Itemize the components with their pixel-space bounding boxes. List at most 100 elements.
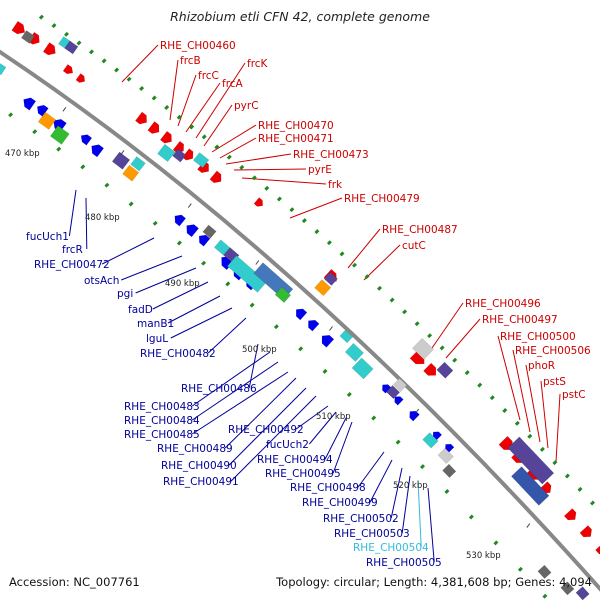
reverse-gene-label: RHE_CH00489 bbox=[157, 443, 233, 455]
track-marker bbox=[128, 201, 134, 207]
ruler-tick-mark bbox=[415, 408, 420, 414]
track-marker bbox=[539, 446, 545, 452]
track-marker bbox=[427, 333, 433, 339]
forward-gene-label: frcC bbox=[198, 70, 219, 82]
forward-gene-label: pstS bbox=[543, 376, 566, 388]
track-marker bbox=[542, 593, 548, 599]
cog-feature-mark bbox=[412, 337, 434, 360]
reverse-gene-leader bbox=[135, 267, 197, 294]
reverse-gene-mark bbox=[23, 97, 37, 111]
ruler-tick-label: 510 kbp bbox=[316, 412, 351, 422]
forward-gene-leader bbox=[241, 177, 327, 185]
track-marker bbox=[502, 408, 508, 413]
track-marker bbox=[126, 76, 132, 82]
forward-gene-mark bbox=[11, 20, 26, 35]
reverse-gene-label: manB1 bbox=[137, 318, 174, 330]
track-marker bbox=[239, 164, 245, 170]
forward-gene-label: RHE_CH00487 bbox=[382, 224, 458, 236]
genome-stats: Topology: circular; Length: 4,381,608 bp… bbox=[276, 575, 592, 589]
forward-gene-leader bbox=[185, 82, 221, 133]
cog-feature-mark bbox=[392, 377, 408, 393]
track-marker bbox=[339, 251, 345, 257]
reverse-gene-leader bbox=[191, 371, 289, 435]
forward-gene-label: RHE_CH00470 bbox=[258, 120, 334, 132]
reverse-gene-mark bbox=[394, 396, 404, 406]
map-title: Rhizobium etli CFN 42, complete genome bbox=[170, 9, 430, 24]
track-marker bbox=[76, 40, 82, 46]
reverse-gene-leader bbox=[85, 197, 88, 250]
ruler-tick-mark bbox=[329, 326, 333, 331]
track-marker bbox=[104, 182, 110, 188]
reverse-gene-leader bbox=[68, 189, 77, 237]
reverse-gene-mark bbox=[382, 384, 392, 394]
track-marker bbox=[590, 500, 595, 506]
cog-feature-mark bbox=[213, 239, 231, 256]
ruler-tick-mark bbox=[62, 107, 67, 112]
forward-gene-mark bbox=[42, 42, 56, 56]
forward-gene-mark bbox=[75, 73, 86, 83]
track-marker bbox=[226, 154, 232, 160]
track-marker bbox=[101, 58, 107, 64]
cog-feature-mark bbox=[511, 466, 550, 506]
track-marker bbox=[56, 146, 62, 152]
reverse-gene-leader bbox=[191, 361, 279, 421]
ruler-tick-mark bbox=[255, 260, 260, 265]
forward-gene-label: frcA bbox=[222, 78, 244, 90]
track-marker bbox=[489, 395, 495, 401]
forward-gene-leader bbox=[203, 104, 233, 147]
track-marker bbox=[326, 240, 332, 246]
forward-gene-leader bbox=[363, 244, 401, 281]
reverse-gene-leader bbox=[230, 395, 317, 482]
cog-feature-mark bbox=[437, 447, 454, 465]
track-marker bbox=[8, 112, 14, 118]
track-marker bbox=[201, 260, 207, 266]
forward-gene-label: RHE_CH00460 bbox=[160, 40, 236, 52]
track-marker bbox=[289, 207, 295, 213]
accession-label: Accession: NC_007761 bbox=[9, 575, 140, 589]
reverse-gene-leader bbox=[357, 451, 385, 488]
forward-gene-mark bbox=[135, 111, 147, 125]
reverse-gene-leader bbox=[121, 255, 183, 281]
reverse-gene-mark bbox=[186, 224, 199, 238]
ruler-tick-mark bbox=[120, 150, 125, 155]
reverse-gene-label: otsAch bbox=[84, 275, 119, 287]
cog-feature-mark bbox=[130, 156, 146, 172]
reverse-gene-leader bbox=[167, 295, 221, 324]
cog-feature-mark bbox=[37, 111, 57, 130]
track-marker bbox=[364, 274, 370, 280]
cog-feature-mark bbox=[436, 361, 454, 379]
track-marker bbox=[444, 489, 450, 494]
cog-feature-mark bbox=[20, 30, 36, 44]
reverse-gene-label: RHE_CH00482 bbox=[140, 348, 216, 360]
reverse-gene-label: RHE_CH00490 bbox=[161, 460, 237, 472]
reverse-gene-label: RHE_CH00472 bbox=[34, 259, 110, 271]
reverse-gene-leader bbox=[101, 237, 155, 265]
reverse-gene-leader bbox=[152, 281, 209, 310]
forward-gene-label: phoR bbox=[528, 360, 555, 372]
forward-gene-label: pyrE bbox=[308, 164, 332, 176]
track-marker bbox=[51, 23, 57, 29]
reverse-gene-label: RHE_CH00494 bbox=[257, 454, 333, 466]
reverse-gene-leader bbox=[401, 475, 411, 534]
cog-feature-mark bbox=[202, 224, 217, 239]
track-marker bbox=[452, 357, 458, 363]
track-marker bbox=[377, 285, 382, 291]
track-marker bbox=[414, 321, 420, 327]
reverse-gene-label: RHE_CH00505 bbox=[366, 557, 442, 569]
reverse-gene-mark bbox=[198, 234, 211, 247]
ruler-tick-label: 500 kbp bbox=[242, 345, 277, 355]
track-marker bbox=[493, 540, 499, 546]
cog-feature-mark bbox=[560, 581, 575, 596]
reverse-gene-leader bbox=[324, 417, 347, 460]
reverse-gene-leader bbox=[191, 351, 271, 407]
accession-prefix: Accession: bbox=[9, 575, 70, 589]
ruler-tick-label: 480 kbp bbox=[85, 213, 120, 223]
track-marker bbox=[176, 240, 182, 246]
reverse-gene-leader bbox=[309, 411, 337, 445]
forward-gene-leader bbox=[525, 364, 541, 443]
ruler-tick-label: 490 kbp bbox=[165, 279, 200, 289]
cog-feature-mark bbox=[122, 164, 140, 182]
track-marker bbox=[214, 144, 220, 150]
track-marker bbox=[114, 67, 120, 73]
forward-gene-label: RHE_CH00473 bbox=[293, 149, 369, 161]
